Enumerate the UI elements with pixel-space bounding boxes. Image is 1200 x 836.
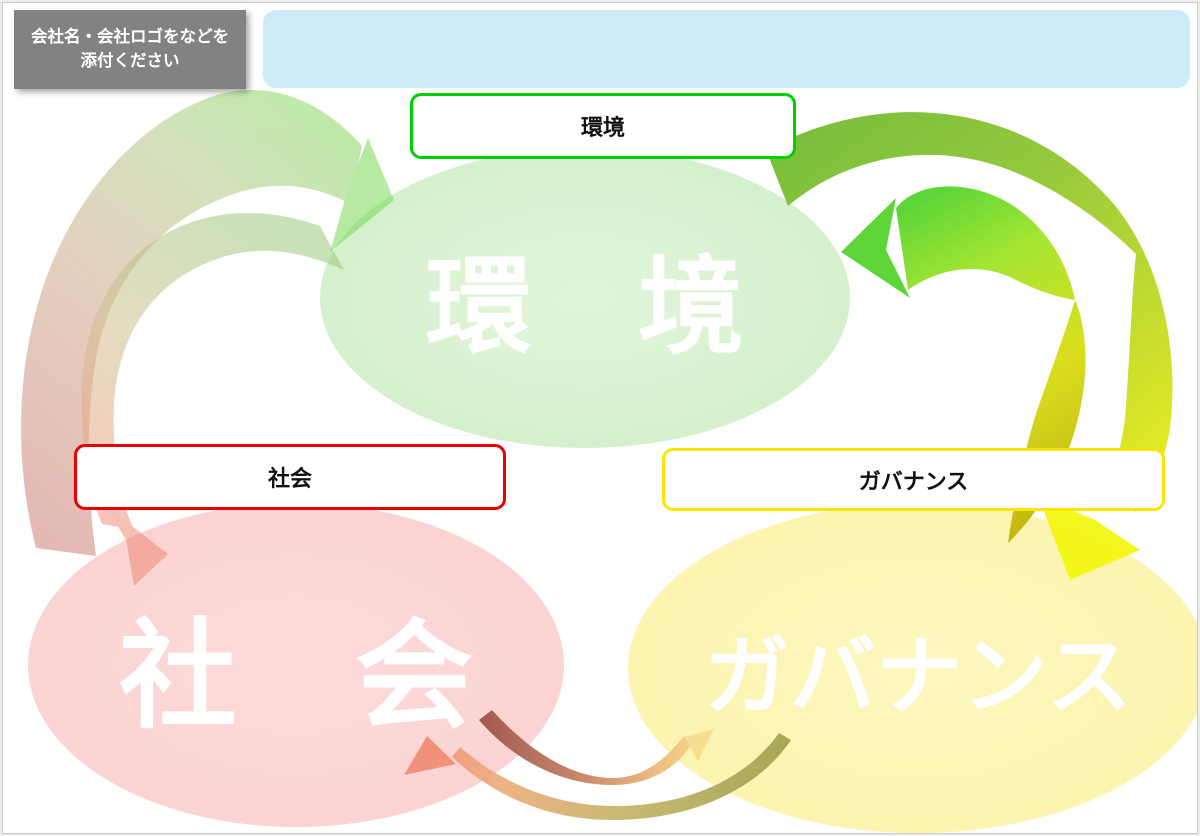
company-logo-placeholder[interactable]: 会社名・会社ロゴをなどを 添付ください bbox=[14, 10, 246, 89]
logo-note-line2: 添付ください bbox=[80, 51, 180, 70]
governance-label[interactable]: ガバナンス bbox=[662, 448, 1165, 511]
governance-ellipse: ガバナンス bbox=[628, 503, 1200, 833]
social-ellipse: 社 会 bbox=[28, 503, 564, 827]
governance-ellipse-text: ガバナンス bbox=[703, 628, 1133, 725]
title-bar-placeholder[interactable] bbox=[263, 10, 1190, 88]
logo-note-line1: 会社名・会社ロゴをなどを bbox=[31, 27, 229, 46]
environment-label-text: 環境 bbox=[580, 115, 625, 140]
governance-label-text: ガバナンス bbox=[858, 468, 969, 494]
environment-ellipse: 環 境 bbox=[320, 148, 850, 448]
social-label[interactable]: 社会 bbox=[74, 444, 506, 510]
environment-ellipse-text: 環 境 bbox=[426, 249, 744, 367]
arrowhead-into-environment-right bbox=[841, 198, 910, 298]
social-ellipse-text: 社 会 bbox=[118, 610, 473, 743]
social-label-text: 社会 bbox=[267, 466, 312, 491]
environment-label[interactable]: 環境 bbox=[410, 93, 796, 159]
